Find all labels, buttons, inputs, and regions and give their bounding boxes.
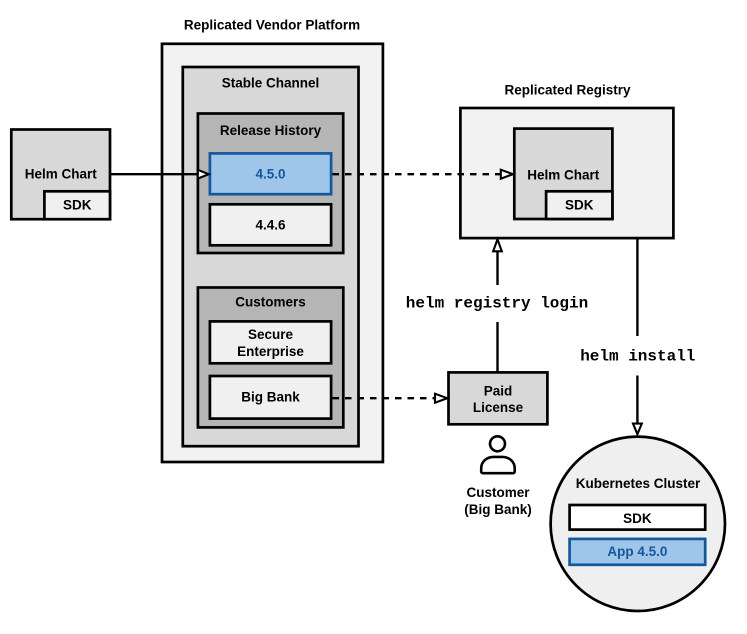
- svg-text:(Big Bank): (Big Bank): [464, 502, 532, 517]
- svg-text:SDK: SDK: [623, 511, 652, 526]
- svg-text:4.5.0: 4.5.0: [255, 167, 285, 182]
- svg-text:Stable Channel: Stable Channel: [222, 76, 320, 91]
- svg-text:Kubernetes Cluster: Kubernetes Cluster: [576, 476, 701, 491]
- svg-text:helm install: helm install: [580, 348, 695, 366]
- svg-text:4.4.6: 4.4.6: [255, 217, 286, 232]
- svg-text:Enterprise: Enterprise: [237, 344, 304, 359]
- svg-text:Big Bank: Big Bank: [241, 390, 300, 405]
- svg-text:Replicated Vendor Platform: Replicated Vendor Platform: [184, 18, 360, 33]
- svg-text:SDK: SDK: [565, 197, 594, 212]
- svg-text:Secure: Secure: [248, 327, 294, 342]
- svg-text:Customers: Customers: [235, 295, 306, 310]
- svg-text:Replicated Registry: Replicated Registry: [504, 83, 631, 98]
- svg-text:License: License: [473, 400, 524, 415]
- svg-text:Helm Chart: Helm Chart: [25, 167, 98, 182]
- svg-text:helm registry login: helm registry login: [406, 295, 588, 313]
- svg-text:SDK: SDK: [63, 197, 92, 212]
- svg-text:Customer: Customer: [466, 485, 530, 500]
- svg-text:Release History: Release History: [220, 123, 322, 138]
- svg-text:Helm Chart: Helm Chart: [527, 168, 600, 183]
- svg-text:Paid: Paid: [484, 383, 513, 398]
- svg-text:App 4.5.0: App 4.5.0: [607, 544, 667, 559]
